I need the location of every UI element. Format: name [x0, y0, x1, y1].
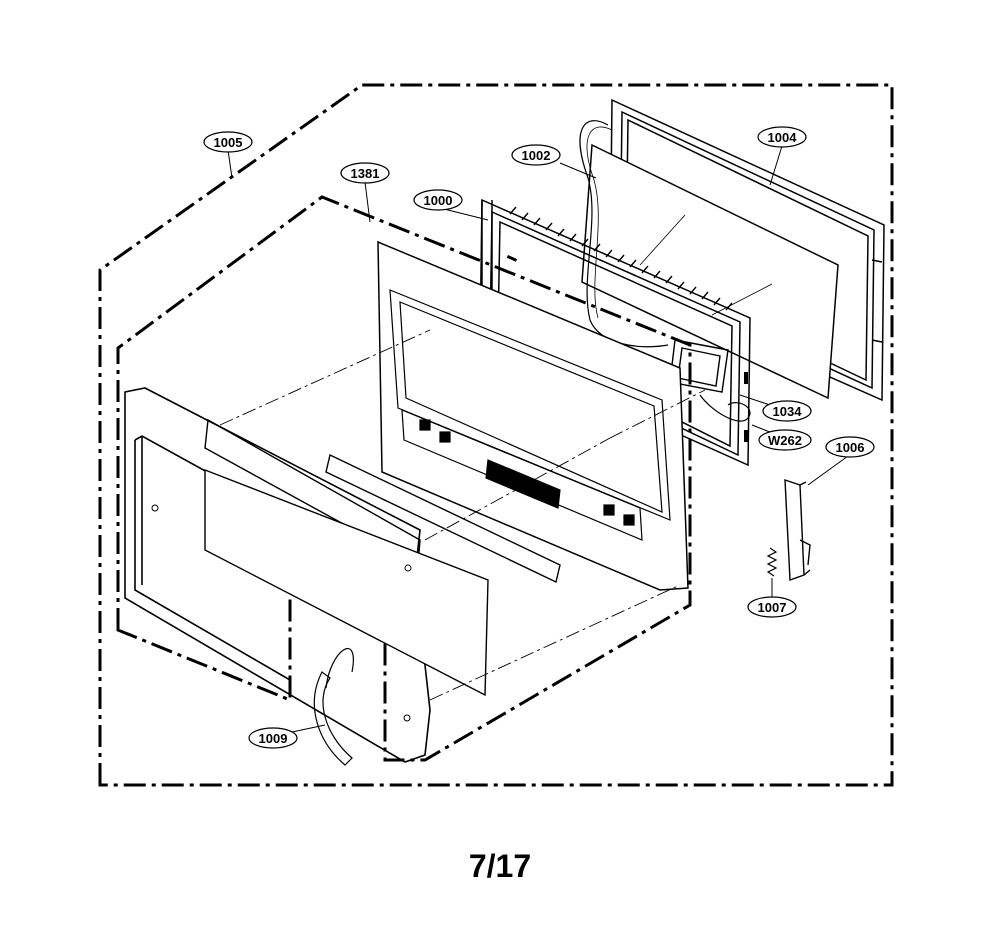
svg-text:1034: 1034	[773, 404, 803, 419]
part-label-1002: 1002	[511, 144, 561, 166]
door-window-glass	[204, 468, 489, 697]
door-inner-panel	[377, 240, 689, 591]
svg-text:1004: 1004	[768, 130, 798, 145]
door-screw-top	[404, 564, 412, 572]
part-label-1009: 1009	[248, 727, 298, 749]
svg-text:1002: 1002	[522, 148, 551, 163]
svg-text:1381: 1381	[351, 166, 380, 181]
choke-frame-tabs	[509, 206, 733, 311]
door-hinge-hole	[151, 504, 159, 512]
part-label-w262: W262	[758, 429, 812, 451]
alignment-lines	[219, 329, 706, 701]
part-label-1381: 1381	[340, 162, 390, 184]
glass-panel-1002	[581, 143, 839, 400]
svg-text:W262: W262	[768, 433, 802, 448]
page-number: 7/17	[468, 848, 532, 884]
svg-text:1000: 1000	[424, 193, 453, 208]
latch-lever-1006	[784, 479, 811, 581]
gasket-strip	[325, 453, 561, 584]
assembly-boundary-1005	[98, 83, 894, 787]
svg-text:1005: 1005	[214, 135, 243, 150]
part-label-1005: 1005	[203, 131, 253, 153]
wire-w262	[699, 394, 751, 422]
door-handle-1009	[313, 671, 353, 766]
spring-1007	[766, 547, 778, 577]
part-label-1000: 1000	[413, 189, 463, 211]
part-label-1004: 1004	[757, 126, 807, 148]
svg-text:1006: 1006	[836, 440, 865, 455]
part-label-1006: 1006	[825, 436, 875, 458]
assembly-boundary-1381	[116, 195, 692, 762]
part-label-1007: 1007	[747, 596, 797, 618]
glass-reflection-lines	[639, 214, 773, 316]
door-screw-bottom	[403, 714, 411, 722]
svg-text:1007: 1007	[758, 600, 787, 615]
svg-text:1009: 1009	[259, 731, 288, 746]
door-inner-panel-detail	[389, 289, 671, 541]
part-label-1034: 1034	[762, 400, 812, 422]
